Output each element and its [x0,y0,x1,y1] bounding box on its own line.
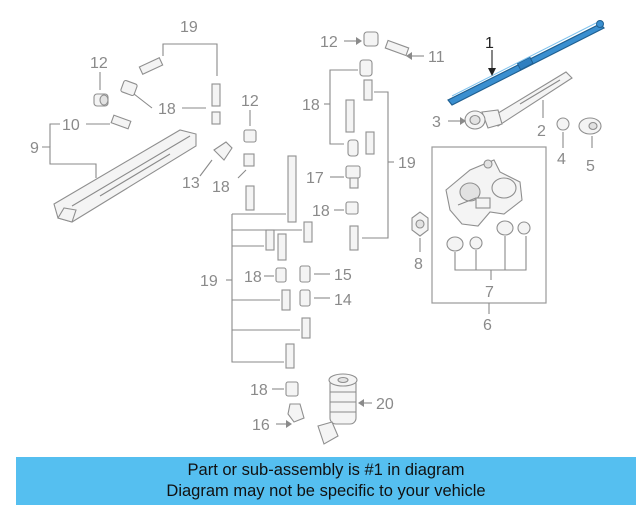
callout-19-left: 19 [200,273,218,290]
callout-6: 6 [483,317,492,334]
callout-18-bottom: 18 [250,382,268,399]
bushings-part-7[interactable] [446,220,531,252]
grommet-part-5[interactable] [578,117,602,135]
hose-part-19-column[interactable] [245,155,313,369]
valve-part-15[interactable] [299,265,311,283]
connector-part-14[interactable] [299,289,311,307]
tee-part-13[interactable] [213,141,233,161]
callout-7: 7 [485,284,494,301]
parts-diagram: 1 2 3 4 5 [30,19,606,445]
callout-10: 10 [62,117,80,134]
callout-20: 20 [376,396,394,413]
bracket-part-9[interactable] [53,129,197,223]
elbow-part-12-top[interactable] [363,31,379,47]
valve-part-11[interactable] [384,39,410,57]
cap-part-4[interactable] [556,117,570,131]
hose-part-19-right[interactable] [345,59,375,251]
callout-17: 17 [306,170,324,187]
callout-19-top: 19 [180,19,198,36]
banner-line-disclaimer: Diagram may not be specific to your vehi… [166,482,486,500]
elbow-part-12-mid[interactable] [243,129,257,143]
check-valve-part-17[interactable] [345,165,361,189]
wiper-arm-part-2[interactable] [481,71,573,129]
callout-14: 14 [334,292,352,309]
elbow-part-12[interactable] [93,93,109,107]
washer-pump-part-20[interactable] [317,373,358,445]
callout-12-top: 12 [320,34,338,51]
connector-part-18-top[interactable] [120,79,138,97]
callout-15: 15 [334,267,352,284]
wiper-motor-part-6[interactable] [445,159,523,227]
nut-part-3[interactable] [464,110,486,130]
callout-18-right: 18 [312,203,330,220]
callout-11: 11 [428,49,445,66]
info-banner: Part or sub-assembly is #1 in diagram Di… [16,457,636,505]
connector-part-18-lower[interactable] [275,267,287,283]
callout-18-top: 18 [158,101,176,118]
banner-line-part-info: Part or sub-assembly is #1 in diagram [187,461,465,479]
callout-4: 4 [557,151,566,168]
callout-2: 2 [537,123,546,140]
callout-12-left: 12 [90,55,108,72]
elbow-part-16[interactable] [287,403,305,423]
callout-1: 1 [485,35,494,52]
callout-3: 3 [432,114,441,131]
callout-12-mid: 12 [241,93,259,110]
connector-part-18-right[interactable] [345,201,359,215]
callout-9: 9 [30,140,39,157]
connector-part-18-mid[interactable] [243,153,255,167]
callout-8: 8 [414,256,423,273]
callout-13: 13 [182,175,200,192]
callout-19-right: 19 [398,155,416,172]
hose-part-19-top[interactable] [138,56,221,125]
callout-5: 5 [586,158,595,175]
callout-18-mid: 18 [212,179,230,196]
connector-part-18-bottom[interactable] [285,381,299,397]
callout-16: 16 [252,417,270,434]
nut-part-8[interactable] [411,211,429,237]
nozzle-part-10[interactable] [110,114,132,130]
callout-18-center: 18 [302,97,320,114]
callout-18-lower: 18 [244,269,262,286]
wiper-blade-part-1[interactable] [447,20,606,106]
